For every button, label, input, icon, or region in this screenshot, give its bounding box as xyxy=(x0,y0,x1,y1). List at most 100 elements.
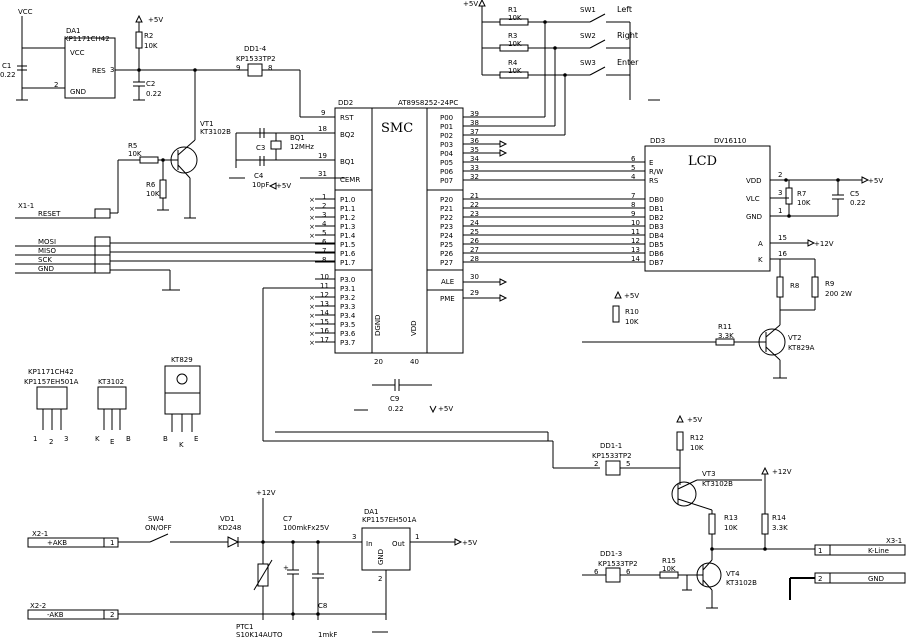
mcu-p0-pin: 35 xyxy=(470,146,479,154)
r6-val: 10K xyxy=(146,190,160,198)
mcu-p1-label: P1.5 xyxy=(340,241,355,249)
r13-val: 10K xyxy=(724,524,738,532)
x3-pin1-box xyxy=(814,544,906,556)
r7-ref: R7 xyxy=(797,190,806,198)
r7-val: 10K xyxy=(797,199,811,207)
mcu-rst-pin: 9 xyxy=(321,109,325,117)
mcu-pme: PME xyxy=(440,295,455,303)
sw3-label: Enter xyxy=(617,58,639,67)
lcd-a-supply: +12V xyxy=(814,240,834,248)
mcu-p3-label: P3.7 xyxy=(340,339,355,347)
connector-row-label: MOSI xyxy=(38,238,56,246)
nc-mark: × xyxy=(309,214,315,222)
lcd-pin-number: 13 xyxy=(631,246,640,254)
r15-val: 10K xyxy=(662,565,676,573)
connector-row-label: MISO xyxy=(38,247,57,255)
backlight-driver: +5V R10 10K R11 3.3K VT2 KT829A xyxy=(582,290,815,379)
lcd-part: DV16110 xyxy=(714,137,746,145)
c9-val: 0.22 xyxy=(388,405,404,413)
mcu-p1-label: P1.0 xyxy=(340,196,355,204)
ptc-part: S10K14AUTO xyxy=(236,631,283,639)
port-p3: P3.010P3.111P3.212×P3.313×P3.414×P3.515×… xyxy=(309,273,356,347)
r12-val: 10K xyxy=(690,444,704,452)
r4-val: 10K xyxy=(508,67,522,75)
mcu-p2-pin: 22 xyxy=(470,201,479,209)
bq1-val: 12MHz xyxy=(290,143,314,151)
r3-val: 10K xyxy=(508,40,522,48)
mcu-p3-pin: 17 xyxy=(320,336,329,344)
r6-resistor xyxy=(159,179,167,199)
mcu-p1-label: P1.4 xyxy=(340,232,356,240)
mcu-p0-pin: 34 xyxy=(470,155,479,163)
pkg-tr1-body xyxy=(97,386,127,410)
lcd-pin-label: DB1 xyxy=(649,205,664,213)
lcd-section: DD3 DV16110 LCD E6R/W5RS4DB07DB18DB29DB3… xyxy=(631,137,883,325)
c8-ref: C8 xyxy=(318,602,327,610)
lcd-pin-label: DB2 xyxy=(649,214,664,222)
mcu-p2-pin: 25 xyxy=(470,228,479,236)
r13-resistor xyxy=(708,513,716,535)
lcd-pin-number: 10 xyxy=(631,219,640,227)
dd14-pin-out: 8 xyxy=(268,64,272,72)
mcu-p3-label: P3.3 xyxy=(340,303,355,311)
lcd-pin-number: 12 xyxy=(631,237,640,245)
mcu-pin20: 20 xyxy=(374,358,383,366)
mcu-p0-pin: 39 xyxy=(470,110,479,118)
c5-ref: C5 xyxy=(850,190,859,198)
x21-ref: X2-1 xyxy=(32,530,48,538)
connector-row-label: GND xyxy=(38,265,54,273)
v12-label: +12V xyxy=(256,489,276,497)
mcu-p1-label: P1.2 xyxy=(340,214,355,222)
x3-ref: X3-1 xyxy=(886,537,902,545)
da1-reg-in: In xyxy=(366,540,373,548)
mcu-p1-label: P1.6 xyxy=(340,250,356,258)
mcu-p3-label: P3.1 xyxy=(340,285,355,293)
lcd-pin-number: 7 xyxy=(631,192,635,200)
mcu-p1-label: P1.3 xyxy=(340,223,355,231)
mcu-p1-label: P1.7 xyxy=(340,259,355,267)
pkg-ic-name2: KP1157EH501A xyxy=(24,378,79,386)
dd14-gate xyxy=(247,63,263,77)
vt4-part: KT3102B xyxy=(726,579,757,587)
pkg-ic-name1: KP1171CH42 xyxy=(28,368,74,376)
lcd-title: LCD xyxy=(688,154,717,169)
c2-val: 0.22 xyxy=(146,90,162,98)
x3-pin2-box xyxy=(814,572,906,584)
x3-label1: K-Line xyxy=(868,547,889,555)
mcu-pme-pin: 29 xyxy=(470,289,479,297)
mcu-chip xyxy=(334,107,464,354)
mcu-p1-pin: 4 xyxy=(322,220,327,228)
ptc-ref: PTC1 xyxy=(236,623,253,631)
lcd-vdd: VDD xyxy=(746,177,762,185)
c1-val: 0.22 xyxy=(0,71,16,79)
mcu-part: AT89S8252-24PC xyxy=(398,99,458,107)
package-drawings: KP1171CH42 KP1157EH501A 1 2 3 KT3102 K E… xyxy=(24,356,201,449)
da1-gnd: GND xyxy=(70,88,86,96)
da1-regulator xyxy=(361,527,411,571)
mcu-p0-label: P01 xyxy=(440,123,453,131)
lcd-vlc: VLC xyxy=(746,195,760,203)
c4-ref: C4 xyxy=(254,172,264,180)
mcu-p2-pin: 26 xyxy=(470,237,479,245)
x21-label: +AKB xyxy=(47,539,67,547)
mcu-p3-label: P3.2 xyxy=(340,294,355,302)
nc-mark: × xyxy=(309,312,315,320)
mcu-ale-pin: 30 xyxy=(470,273,479,281)
lcd-ref: DD3 xyxy=(650,137,665,145)
x3-pin2: 2 xyxy=(818,575,822,583)
c3-ref: C3 xyxy=(256,144,265,152)
pkg-tr2-pin3: E xyxy=(194,435,198,443)
reg-out-supply: +5V xyxy=(462,539,477,547)
c7-plus: + xyxy=(283,564,289,572)
nc-mark: × xyxy=(309,205,315,213)
vcc-label: VCC xyxy=(18,8,33,16)
r14-ref: R14 xyxy=(772,514,786,522)
lcd-module xyxy=(644,145,771,272)
pkg-ic-pin2: 2 xyxy=(49,438,53,446)
dd13-ref: DD1-3 xyxy=(600,550,622,558)
r15-ref: R15 xyxy=(662,557,676,565)
plus5v-top: +5V xyxy=(148,16,163,24)
lcd-k: K xyxy=(758,256,763,264)
lcd-gnd: GND xyxy=(746,213,762,221)
